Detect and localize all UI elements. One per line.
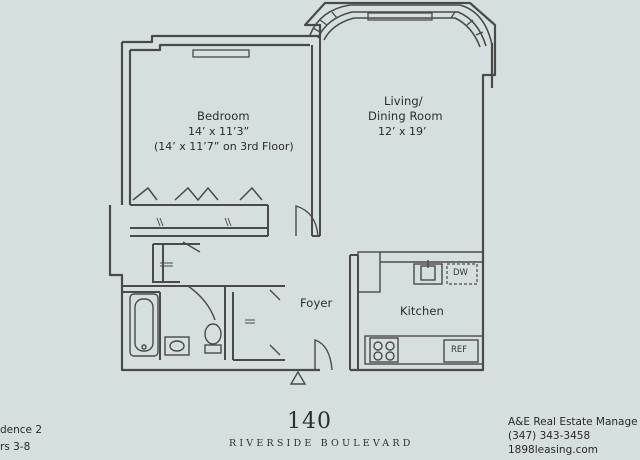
left-info-line1: dence 2	[0, 424, 43, 436]
kitchen-label: Kitchen	[400, 304, 444, 318]
dishwasher-box	[446, 263, 478, 285]
kitchen-counters	[357, 251, 484, 365]
bathtub	[129, 293, 159, 357]
bedroom-label: Bedroom	[197, 109, 250, 123]
interior-walls	[122, 36, 359, 370]
living-room-label-line1: Living/	[384, 94, 423, 108]
dishwasher-label: DW	[453, 268, 468, 278]
bedroom-dimensions: 14’ x 11’3”	[188, 125, 250, 138]
company-phone: (347) 343-3458	[508, 430, 591, 442]
door-swings	[182, 205, 333, 371]
entry-arrow-icon	[289, 370, 307, 385]
refrigerator-box	[443, 339, 479, 363]
shelf-marks	[156, 217, 255, 324]
bedroom-dimensions-alt: (14’ x 11’7” on 3rd Floor)	[154, 140, 294, 153]
bath-fixtures	[164, 323, 222, 356]
living-room-dimensions: 12’ x 19’	[378, 125, 427, 138]
refrigerator-label: REF	[451, 345, 468, 355]
building-number: 140	[287, 409, 332, 434]
window-slots	[192, 12, 433, 58]
company-website: 1898leasing.com	[508, 444, 599, 456]
foyer-label: Foyer	[300, 296, 333, 310]
left-info-line2: rs 3-8	[0, 441, 31, 453]
company-name: A&E Real Estate Manage	[508, 416, 638, 428]
bay-window	[309, 4, 493, 48]
closet-doors	[132, 186, 263, 202]
building-street: RIVERSIDE BOULEVARD	[229, 438, 414, 449]
living-room-label-line2: Dining Room	[368, 109, 443, 123]
bay-window-ticks	[312, 11, 484, 36]
